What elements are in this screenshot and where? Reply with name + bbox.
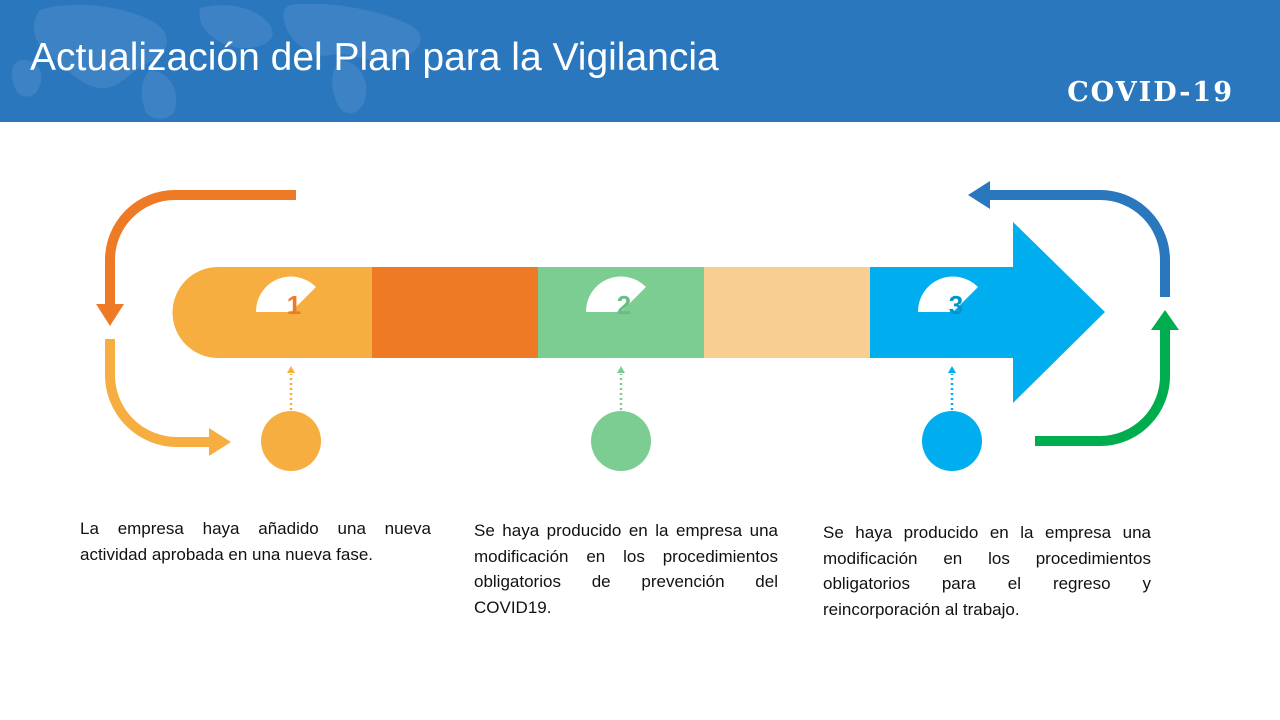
step-3-number: 3: [949, 290, 963, 320]
covid-badge: COVID-19: [1067, 77, 1234, 108]
step-3-description: Se haya producido en la empresa una modi…: [823, 523, 1151, 619]
step-1-connector-arrow-icon: [287, 366, 295, 373]
header-banner: Actualización del Plan para la Vigilanci…: [0, 0, 1280, 122]
arrow-segment-1: [172, 267, 372, 358]
step-2-marker-icon: [585, 276, 646, 312]
step-2-number: 2: [617, 290, 631, 320]
arrowhead-left-icon: [968, 181, 990, 209]
step-3-connector-arrow-icon: [948, 366, 956, 373]
arrowhead-down-icon: [96, 304, 124, 326]
arrowhead-right-icon: [209, 428, 231, 456]
loop-arrow-left-bottom: [105, 339, 212, 447]
arrow-segment-5-head: [870, 222, 1105, 403]
step-2-circle: [591, 411, 651, 471]
step-1-circle: [261, 411, 321, 471]
step-2-connector-arrow-icon: [617, 366, 625, 373]
arrowhead-up-icon: [1151, 310, 1179, 330]
step-3-circle: [922, 411, 982, 471]
step-1-number: 1: [287, 290, 301, 320]
step-1-marker-icon: [255, 276, 316, 312]
page-title: Actualización del Plan para la Vigilanci…: [30, 36, 719, 79]
arrow-segment-2: [372, 267, 538, 358]
arrow-segment-4: [704, 267, 870, 358]
world-map-background: [11, 3, 421, 119]
loop-arrow-left-top: [105, 190, 296, 306]
step-1-description: La empresa haya añadido una nueva activi…: [80, 519, 431, 564]
loop-arrow-right-bottom: [1035, 330, 1170, 446]
loop-arrow-right-top: [988, 190, 1170, 297]
step-3-marker-icon: [917, 276, 978, 312]
step-2-description: Se haya producido en la empresa una modi…: [474, 521, 778, 617]
